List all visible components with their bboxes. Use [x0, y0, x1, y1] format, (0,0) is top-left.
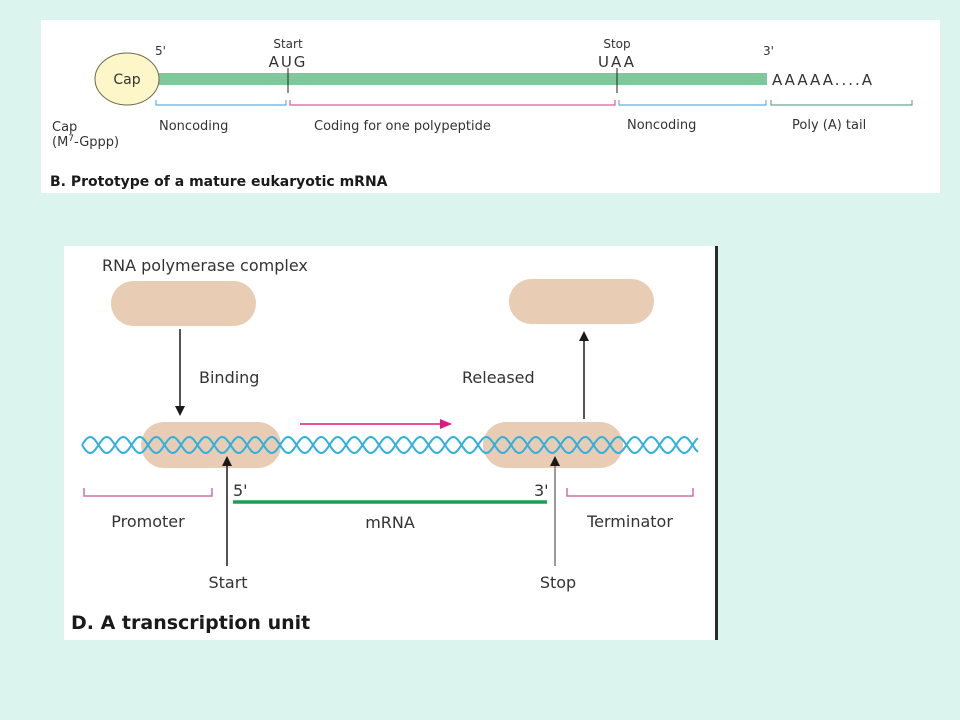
promoter-label: Promoter	[111, 512, 185, 531]
five-prime-label: 5'	[233, 481, 248, 500]
bracket-noncoding-5	[155, 100, 287, 106]
transcription-diagram: RNA polymerase complex Binding Released …	[71, 256, 699, 634]
start-label: Start	[208, 573, 247, 592]
promoter-bracket	[83, 488, 213, 497]
segment-label-noncoding-3: Noncoding	[627, 118, 696, 133]
three-prime-label: 3'	[534, 481, 549, 500]
panel-transcription-unit: RNA polymerase complex Binding Released …	[64, 246, 718, 640]
segment-label-coding: Coding for one polypeptide	[314, 119, 491, 134]
bracket-noncoding-3	[618, 100, 767, 106]
dna-strand-1	[81, 436, 699, 454]
panel-d-title: D. A transcription unit	[71, 612, 310, 634]
three-prime-label: 3'	[763, 44, 774, 58]
cap-caption-line2: (M7-Gppp)	[52, 134, 119, 150]
start-label: Start	[273, 37, 303, 51]
segment-label-noncoding-5: Noncoding	[159, 119, 228, 134]
binding-label: Binding	[199, 368, 259, 387]
bracket-poly-a	[770, 100, 913, 106]
panel-mature-mrna: Cap 5' 3' Start AUG Stop UAA AAAAA....A …	[41, 20, 940, 193]
poly-a-sequence: AAAAA....A	[772, 71, 874, 89]
polymerase-bound-start	[141, 422, 281, 468]
segment-label-poly-a: Poly (A) tail	[792, 118, 866, 133]
cap-caption-line1: Cap	[52, 120, 77, 135]
mrna-label: mRNA	[365, 513, 415, 532]
polymerase-complex-label: RNA polymerase complex	[102, 256, 308, 275]
terminator-label: Terminator	[586, 512, 673, 531]
released-label: Released	[462, 368, 535, 387]
dna-strand-2	[81, 436, 699, 454]
mrna-diagram: Cap 5' 3' Start AUG Stop UAA AAAAA....A …	[50, 37, 913, 190]
mrna-strand	[153, 73, 767, 85]
polymerase-complex-released	[509, 279, 654, 324]
panel-b-title: B. Prototype of a mature eukaryotic mRNA	[50, 174, 388, 190]
stop-label: Stop	[540, 573, 576, 592]
start-codon: AUG	[269, 53, 308, 71]
stop-label: Stop	[603, 37, 630, 51]
terminator-bracket	[566, 488, 694, 497]
cap-circle	[94, 52, 160, 106]
panel-border-right	[715, 246, 718, 640]
cap-label: Cap	[113, 72, 140, 88]
polymerase-bound-stop	[483, 422, 623, 468]
stop-codon: UAA	[598, 53, 636, 71]
five-prime-label: 5'	[155, 44, 166, 58]
bracket-coding	[289, 100, 616, 106]
polymerase-complex-free	[111, 281, 256, 326]
dna-double-helix	[81, 436, 699, 454]
